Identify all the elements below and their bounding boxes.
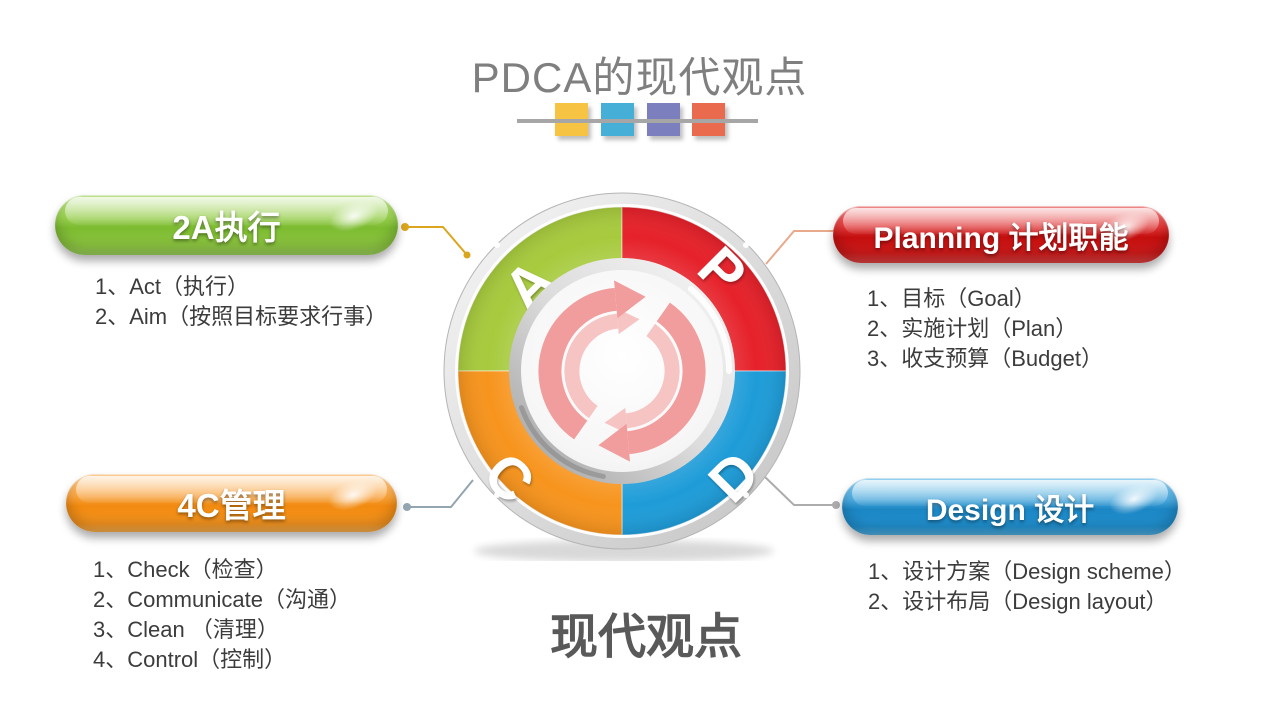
cycle-arrowhead-2 — [598, 423, 630, 462]
connector-check-dot — [403, 503, 411, 511]
slide-caption: 现代观点 — [549, 611, 742, 664]
ring-sparkles — [494, 242, 749, 498]
cycle-arrow-2 — [626, 302, 706, 455]
list-item: 1、Check（检查） — [93, 557, 278, 582]
connector-design — [764, 476, 836, 506]
pill-check-label: 4C管理 — [177, 487, 286, 524]
connector-check — [407, 479, 474, 508]
list-item: 1、目标（Goal） — [867, 286, 1036, 311]
pill-design: Design 设计 — [842, 478, 1178, 535]
list-item: 2、实施计划（Plan） — [867, 316, 1078, 341]
cycle-arrow-inner-1 — [564, 313, 619, 419]
cycle-arrowhead-inner-1 — [616, 308, 640, 335]
list-check: 1、Check（检查） 2、Communicate（沟通） 3、Clean （清… — [93, 555, 351, 675]
inner-ring-highlight — [687, 286, 733, 374]
connector-act-end-dot — [463, 251, 471, 259]
list-item: 3、Clean （清理） — [93, 617, 279, 642]
slide-title: PDCA的现代观点 — [471, 54, 808, 101]
connector-planning — [765, 230, 837, 265]
cycle-arrow-inner-2 — [625, 323, 680, 429]
list-planning: 1、目标（Goal） 2、实施计划（Plan） 3、收支预算（Budget） — [867, 284, 1103, 374]
list-item: 3、收支预算（Budget） — [867, 346, 1103, 371]
list-item: 4、Control（控制） — [93, 647, 287, 672]
pill-act: 2A执行 — [55, 195, 398, 255]
pill-act-label: 2A执行 — [172, 209, 281, 246]
list-act: 1、Act（执行） 2、Aim（按照目标要求行事） — [95, 272, 387, 332]
cycle-arrow-1 — [538, 287, 618, 440]
pdca-wheel: A P C D — [443, 192, 801, 561]
cycle-arrows-icon — [538, 280, 706, 462]
connector-act-dot — [401, 223, 409, 231]
connector-design-dot — [832, 501, 840, 509]
inner-ring-shade — [519, 405, 606, 479]
pill-planning-label: Planning 计划职能 — [873, 221, 1129, 255]
wheel-shadow — [474, 540, 774, 561]
pill-planning: Planning 计划职能 — [833, 206, 1169, 263]
list-design: 1、设计方案（Design scheme） 2、设计布局（Design layo… — [868, 557, 1186, 617]
list-item: 2、Communicate（沟通） — [93, 587, 351, 612]
pill-design-label: Design 设计 — [925, 493, 1095, 527]
list-item: 2、Aim（按照目标要求行事） — [95, 304, 388, 329]
cycle-arrowhead-1 — [614, 280, 646, 319]
divider-line — [517, 119, 758, 123]
list-item: 1、设计方案（Design scheme） — [868, 559, 1186, 584]
connector-act — [405, 226, 468, 256]
list-item: 1、Act（执行） — [95, 274, 250, 299]
pill-check: 4C管理 — [66, 474, 397, 532]
cycle-arrowhead-inner-2 — [604, 407, 628, 434]
list-item: 2、设计布局（Design layout） — [868, 589, 1168, 614]
